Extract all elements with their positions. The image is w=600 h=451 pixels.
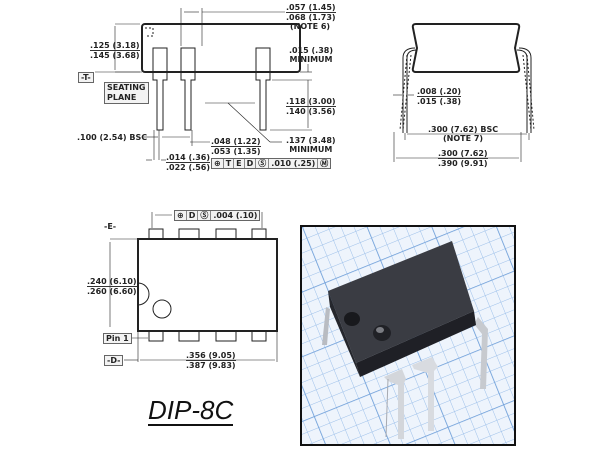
upper-lead-width-max: .053 (1.35) (211, 147, 261, 156)
rfs-modifier-icon: Ⓢ (198, 211, 212, 220)
row-spacing-note: (NOTE 7) (443, 134, 484, 143)
body-height-max: .145 (3.68) (90, 51, 140, 60)
overall-width-min: .300 (7.62) (438, 149, 488, 159)
body-clearance-note: MINIMUM (289, 145, 333, 154)
standoff-note: MINIMUM (289, 55, 333, 64)
fcf-tolerance-value: .010 (.25) (269, 159, 319, 168)
package-title: DIP-8C (148, 395, 234, 426)
mmc-modifier-icon: Ⓜ (320, 159, 329, 168)
top-view-body (137, 238, 278, 332)
lead-shoulder-note: (NOTE 6) (290, 22, 331, 31)
body-height-min: .125 (3.18) (90, 41, 140, 51)
lead-thickness-min: .008 (.20) (417, 87, 462, 97)
pin1-label: Pin 1 (103, 333, 132, 344)
fcf-datum-t: T (224, 159, 235, 168)
lower-lead-width-min: .014 (.36) (166, 153, 211, 163)
datum-d-label: -D- (104, 355, 124, 366)
lead-thickness-max: .015 (.38) (417, 97, 462, 106)
body-clearance-dim: .137 (3.48) MINIMUM (286, 136, 336, 154)
lead-shoulder-dim: .057 (1.45) .068 (1.73) (NOTE 6) (286, 3, 336, 31)
body-height-dim: .125 (3.18) .145 (3.68) (90, 41, 140, 60)
body-length-min: .356 (9.05) (186, 351, 236, 361)
datum-e-label: -E- (104, 222, 117, 231)
chip-photo (300, 225, 516, 446)
lead-shoulder-max: .068 (1.73) (286, 13, 336, 22)
datum-t-label: -T- (78, 72, 94, 83)
side-view-position-tolerance: ⊕ T E D Ⓢ .010 (.25) Ⓜ (211, 158, 332, 169)
body-width-dim: .240 (6.10) .260 (6.60) (87, 277, 137, 296)
side-view-body (141, 23, 301, 73)
side-view-leads (152, 47, 271, 131)
top-view-position-tolerance: ⊕ D Ⓢ .004 (.10) (174, 210, 261, 221)
overall-width-dim: .300 (7.62) .390 (9.91) (438, 149, 488, 168)
lead-thickness-dim: .008 (.20) .015 (.38) (417, 87, 462, 106)
body-length-dim: .356 (9.05) .387 (9.83) (186, 351, 236, 370)
fcf-tolerance-value: .004 (.10) (213, 211, 258, 220)
position-tolerance-icon: ⊕ (212, 159, 224, 168)
row-spacing-dim: .300 (7.62) BSC (NOTE 7) (428, 125, 498, 143)
standoff-value: .015 (.38) (289, 46, 334, 55)
end-view-body (411, 23, 521, 73)
fcf-datum-d: D (245, 159, 257, 168)
fcf-datum-d: D (187, 211, 199, 220)
position-tolerance-icon: ⊕ (175, 211, 187, 220)
body-clearance-value: .137 (3.48) (286, 136, 336, 145)
overall-width-max: .390 (9.91) (438, 159, 488, 168)
seating-plane-label: SEATING PLANE (104, 82, 149, 104)
fcf-datum-e: E (234, 159, 245, 168)
chip-photo-illustration (302, 227, 514, 444)
seating-plane-line-1: SEATING (107, 83, 146, 92)
body-length-max: .387 (9.83) (186, 361, 236, 370)
body-width-max: .260 (6.60) (87, 287, 137, 296)
row-spacing-value: .300 (7.62) BSC (428, 125, 499, 134)
lead-length-dim: .118 (3.00) .140 (3.56) (286, 97, 336, 116)
lead-length-min: .118 (3.00) (286, 97, 336, 107)
standoff-dim: .015 (.38) MINIMUM (289, 46, 333, 64)
seating-plane-line-2: PLANE (107, 93, 137, 102)
lead-shoulder-min: .057 (1.45) (286, 3, 336, 13)
rfs-modifier-icon: Ⓢ (256, 159, 270, 168)
body-width-min: .240 (6.10) (87, 277, 137, 287)
lead-length-max: .140 (3.56) (286, 107, 336, 116)
lower-lead-width-dim: .014 (.36) .022 (.56) (166, 153, 211, 172)
lower-lead-width-max: .022 (.56) (166, 163, 211, 172)
upper-lead-width-dim: .048 (1.22) .053 (1.35) (211, 137, 261, 156)
upper-lead-width-min: .048 (1.22) (211, 137, 261, 147)
pitch-dim: .100 (2.54) BSC (77, 133, 148, 142)
